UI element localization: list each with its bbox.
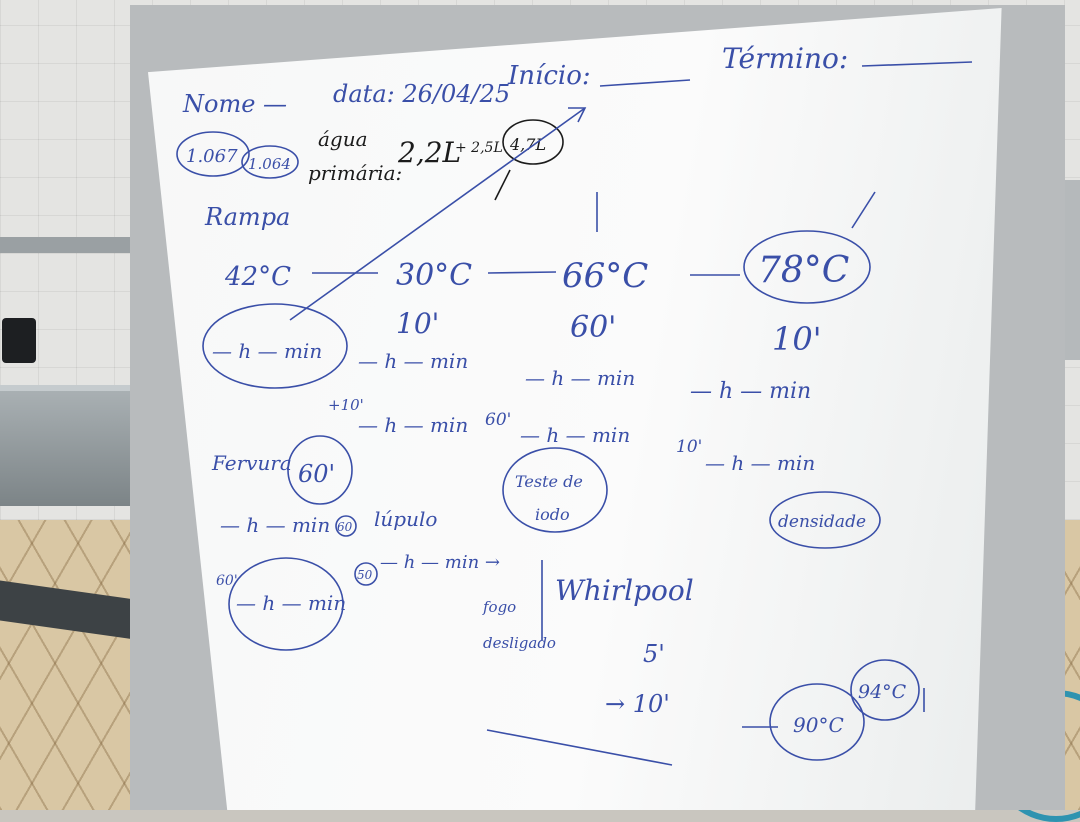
fervura-hm-circle [228, 557, 344, 651]
rampa-temp-3: 66°C [562, 256, 648, 296]
densidade-circle [769, 491, 881, 549]
agua-label: água [318, 127, 368, 151]
rampa-time-3: 60' [570, 310, 616, 345]
nome-label: Nome — [182, 90, 287, 118]
fervura-side-60: 60' [216, 573, 238, 589]
wall-shelf [0, 237, 150, 253]
fervura-title: Fervura [211, 451, 292, 475]
lupulo-label: lúpulo [374, 507, 437, 531]
hm-row-1: — h — min [212, 339, 322, 363]
rampa-circle-78 [743, 230, 871, 304]
whirlpool-bottom-arrow [486, 729, 673, 766]
water-arrow [494, 169, 511, 201]
fervura-arrow-hm: — h — min → [380, 552, 500, 573]
whirlpool-note-1: fogo [482, 598, 516, 616]
whirlpool-title: Whirlpool [555, 574, 694, 607]
ten-label: 10' [676, 437, 702, 457]
rampa-time-2: 10' [396, 307, 439, 340]
termino-blank-line [861, 61, 973, 67]
densidade-label: densidade [778, 512, 866, 532]
date-label: data: 26/04/25 [333, 80, 510, 108]
density-2: 1.064 [248, 155, 291, 173]
hm-row-3: — h — min [358, 413, 468, 437]
density-circle-2 [241, 145, 299, 179]
arrow-down-78 [851, 191, 876, 229]
soap-dispenser [2, 318, 36, 363]
temp94: 94°C [858, 681, 907, 703]
water-total: 4,7L [509, 135, 546, 154]
primaria-label: primária: [308, 161, 402, 185]
density-circle-1 [176, 131, 250, 177]
inicio-blank-line [599, 79, 691, 87]
hm-circle-1 [202, 303, 348, 389]
rampa-connector-2 [487, 271, 557, 274]
plus10-label: +10' [328, 396, 364, 414]
water-total-cloud [502, 119, 564, 165]
rampa-title: Rampa [204, 203, 290, 231]
whirlpool-time-10: → 10' [605, 690, 670, 718]
rampa-temp-1: 42°C [224, 262, 291, 292]
rampa-temp-4: 78°C [758, 250, 849, 291]
water-volume: 2,2L [397, 136, 461, 169]
whirlpool-time-5: 5' [643, 640, 665, 668]
hm-row-5: — h — min [520, 423, 630, 447]
temp90: 90°C [793, 713, 844, 737]
fervura-duration-circle [287, 435, 353, 505]
fervura-duration: 60' [298, 460, 335, 488]
hm-row-6: — h — min [690, 379, 811, 404]
long-arrow-to-water [289, 107, 586, 321]
hm-row-7: — h — min [705, 451, 815, 475]
temp94-circle [850, 659, 920, 721]
hm-row-4: — h — min [525, 366, 635, 390]
iodo-line-1: Teste de [515, 472, 583, 491]
hm-row-2: — h — min [358, 349, 468, 373]
rampa-temp-2: 30°C [396, 258, 472, 293]
fervura-hm-2: — h — min [236, 591, 346, 615]
iodo-line-2: iodo [535, 505, 570, 524]
badge-60-circle [335, 515, 357, 537]
rampa-time-4: 10' [772, 320, 822, 358]
fervura-hm-1: — h — min [220, 513, 330, 537]
whiteboard-surface [148, 8, 1002, 810]
whirlpool-note-2: desligado [483, 634, 556, 652]
iodo-circle [502, 447, 608, 533]
temp90-circle [769, 683, 865, 761]
water-plus: + 2,5L [455, 140, 503, 156]
badge-50-circle [354, 562, 378, 586]
density-1: 1.067 [186, 146, 238, 167]
long-arrow-head [568, 107, 587, 123]
sixty-label: 60' [485, 410, 511, 430]
termino-label: Término: [722, 42, 848, 75]
inicio-label: Início: [507, 61, 591, 91]
badge-60: 60 [337, 520, 353, 534]
badge-50: 50 [357, 568, 373, 582]
